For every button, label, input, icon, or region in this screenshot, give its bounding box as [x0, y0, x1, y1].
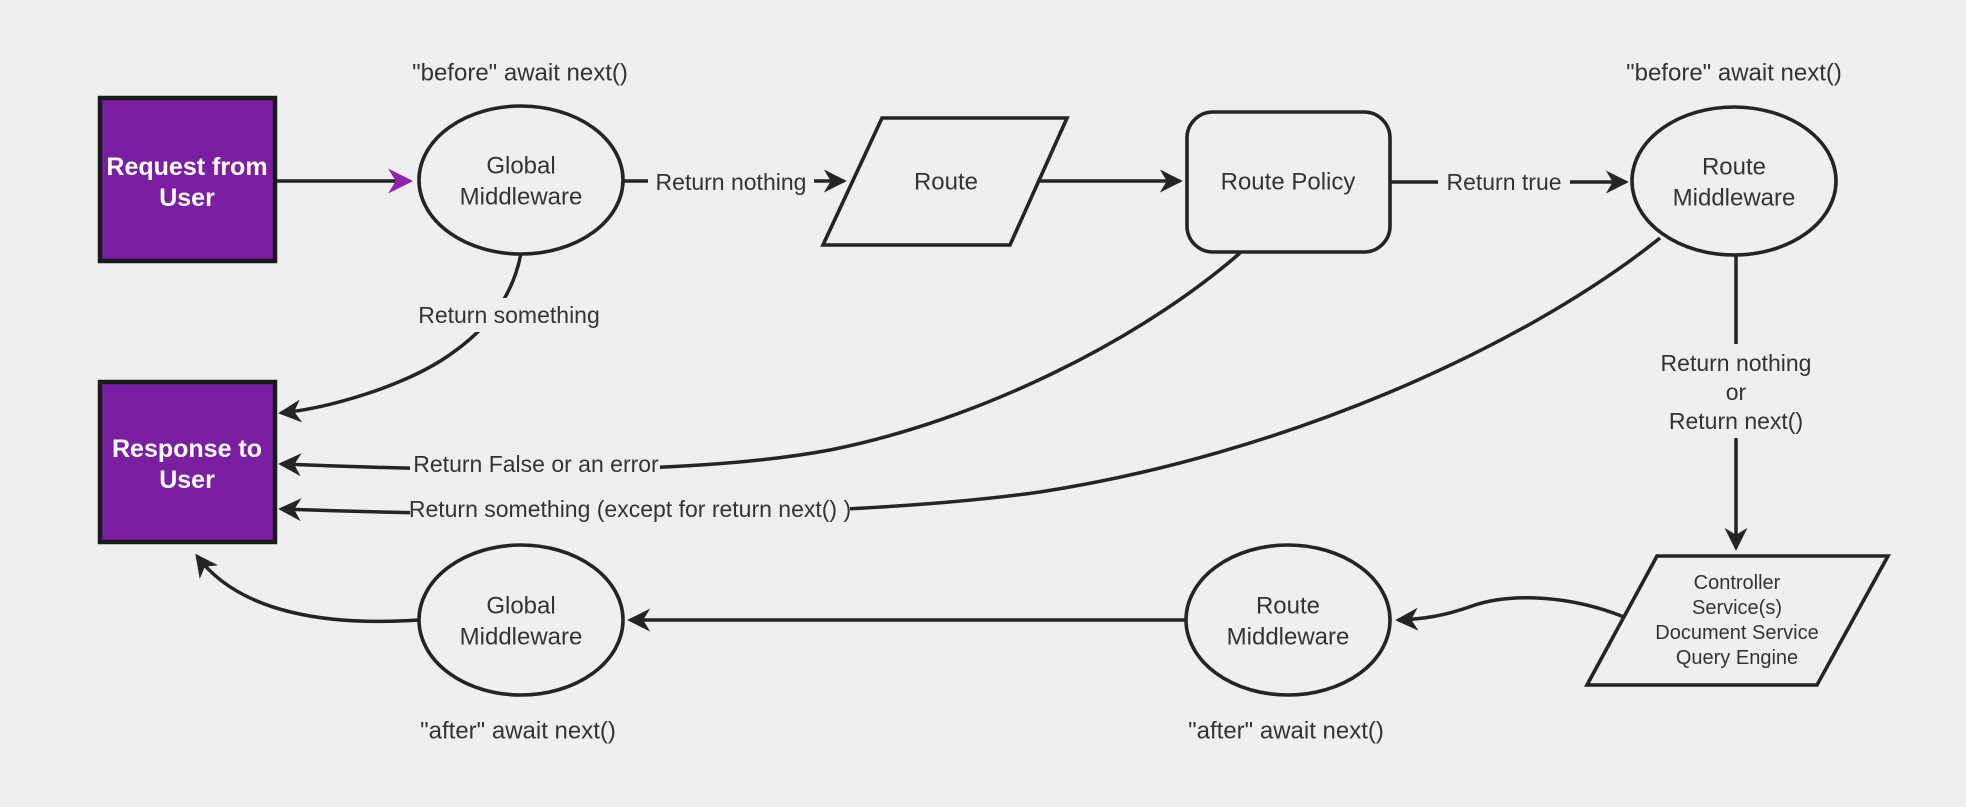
- edge-label-return-true: Return true: [1446, 169, 1561, 195]
- global-middleware-bottom-ellipse: [417, 543, 625, 697]
- annotation-before-await-next-right: "before" await next(): [1626, 60, 1842, 87]
- node-global-middleware-bottom: Global Middleware: [417, 543, 625, 697]
- node-route-middleware-top: Route Middleware: [1630, 105, 1838, 257]
- controller-parallelogram: [1583, 554, 1892, 687]
- request-box-label-line1: Request from: [106, 153, 267, 181]
- annotation-after-await-next-left: "after" await next(): [420, 718, 616, 745]
- response-box-label-line2: User: [159, 466, 215, 494]
- edge-label-return-nothing-or-line3: Return next(): [1669, 408, 1803, 434]
- route-label: Route: [914, 169, 978, 196]
- label-bg-return-something: [414, 298, 604, 332]
- edge-global-middleware-return-something: [278, 252, 523, 423]
- label-bg-return-true: [1438, 165, 1570, 198]
- response-box: [97, 379, 278, 545]
- edge-controller-to-route-middleware-bottom: [1395, 596, 1625, 631]
- global-middleware-top-ellipse: [417, 104, 625, 256]
- edge-label-return-something: Return something: [418, 302, 600, 328]
- request-box: [97, 95, 278, 264]
- global-middleware-bottom-label-line1: Global: [486, 593, 555, 620]
- node-route-middleware-bottom: Route Middleware: [1184, 543, 1392, 697]
- label-bg-return-nothing-top: [648, 164, 814, 198]
- route-policy-rect: [1185, 110, 1392, 254]
- node-controller-services: Controller Service(s) Document Service Q…: [1583, 554, 1892, 687]
- edge-route-policy-return-false: [278, 251, 1242, 477]
- route-policy-label: Route Policy: [1221, 169, 1356, 196]
- node-response-to-user: Response to User: [97, 379, 278, 545]
- annotation-after-await-next-right: "after" await next(): [1188, 718, 1384, 745]
- label-bg-return-false: [410, 447, 660, 480]
- route-middleware-top-ellipse: [1630, 105, 1838, 257]
- global-middleware-bottom-label-line2: Middleware: [460, 624, 583, 651]
- edge-global-middleware-bottom-to-response: [195, 553, 419, 624]
- global-middleware-top-label-line2: Middleware: [460, 184, 583, 211]
- route-middleware-bottom-ellipse: [1184, 543, 1392, 697]
- node-request-from-user: Request from User: [97, 95, 278, 264]
- route-parallelogram: [820, 116, 1070, 247]
- request-box-label-line2: User: [159, 184, 215, 212]
- annotation-before-await-next-left: "before" await next(): [412, 60, 628, 87]
- edge-label-return-false: Return False or an error: [413, 451, 659, 477]
- node-route-policy: Route Policy: [1185, 110, 1392, 254]
- route-middleware-top-label-line1: Route: [1702, 154, 1766, 181]
- edge-labels: Return nothing Return true Return nothin…: [409, 164, 1832, 525]
- edge-label-return-nothing-or-line2: or: [1726, 379, 1747, 405]
- label-bg-return-nothing-or: [1640, 344, 1832, 438]
- controller-label-line3: Document Service: [1655, 622, 1818, 644]
- controller-label-line4: Query Engine: [1676, 647, 1798, 669]
- edge-label-return-something-except: Return something (except for return next…: [409, 496, 851, 522]
- route-middleware-top-label-line2: Middleware: [1673, 185, 1796, 212]
- controller-label-line2: Service(s): [1692, 597, 1782, 619]
- node-global-middleware-top: Global Middleware: [417, 104, 625, 256]
- edges: [195, 168, 1748, 632]
- controller-label-line1: Controller: [1694, 572, 1781, 594]
- annotations: "before" await next() "before" await nex…: [412, 60, 1842, 745]
- edge-label-return-nothing-top: Return nothing: [656, 169, 807, 195]
- edge-label-return-nothing-or-line1: Return nothing: [1661, 350, 1812, 376]
- response-box-label-line1: Response to: [112, 435, 262, 463]
- route-middleware-bottom-label-line1: Route: [1256, 593, 1320, 620]
- global-middleware-top-label-line1: Global: [486, 153, 555, 180]
- route-middleware-bottom-label-line2: Middleware: [1227, 624, 1350, 651]
- node-route: Route: [820, 116, 1070, 247]
- label-bg-return-something-except: [410, 492, 850, 525]
- nodes: Request from User Global Middleware Rout…: [97, 95, 1892, 697]
